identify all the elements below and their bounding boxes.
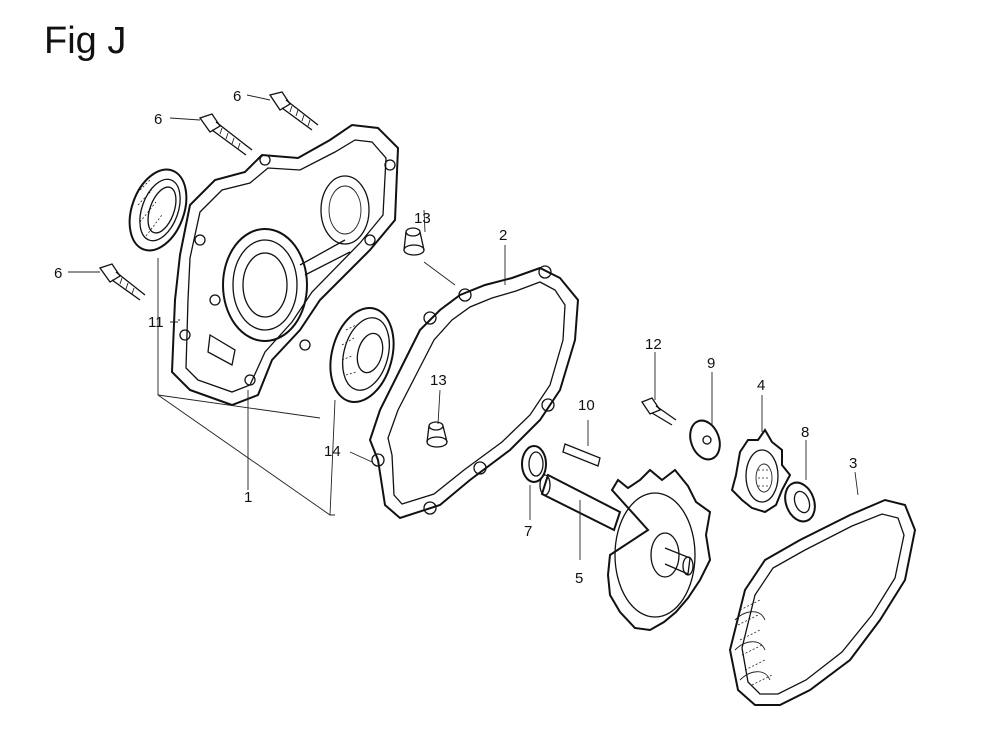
label-part-9: 9 bbox=[707, 355, 715, 372]
part-3-chain bbox=[728, 498, 917, 706]
part-1-case-cover bbox=[170, 123, 400, 407]
part-4-drive-sprocket bbox=[730, 428, 792, 514]
label-part-10: 10 bbox=[578, 397, 595, 414]
part-7-washer bbox=[521, 445, 547, 483]
label-part-13-lower: 13 bbox=[430, 372, 447, 389]
part-6-bolt-left bbox=[98, 263, 146, 301]
label-part-4: 4 bbox=[757, 377, 765, 394]
figure-title: Fig J bbox=[44, 20, 127, 62]
part-11-oil-seal bbox=[128, 168, 188, 252]
part-6-bolt-top bbox=[268, 91, 319, 131]
label-part-1: 1 bbox=[244, 489, 252, 506]
label-part-6-left: 6 bbox=[54, 265, 62, 282]
part-14-bearing bbox=[329, 306, 395, 404]
label-part-14: 14 bbox=[324, 443, 341, 460]
label-part-2: 2 bbox=[499, 227, 507, 244]
part-5-shaft-sprocket bbox=[539, 468, 712, 632]
leader-lines bbox=[68, 94, 859, 560]
label-part-3: 3 bbox=[849, 455, 857, 472]
part-6-bolt-middle bbox=[198, 113, 253, 156]
part-13-dowel-pin-upper bbox=[403, 227, 425, 256]
label-part-12: 12 bbox=[645, 336, 662, 353]
part-10-key bbox=[562, 443, 601, 467]
part-8-washer bbox=[784, 481, 816, 523]
part-13-dowel-pin-lower bbox=[426, 421, 448, 448]
label-part-8: 8 bbox=[801, 424, 809, 441]
label-part-13-upper: 13 bbox=[414, 210, 431, 227]
label-part-5: 5 bbox=[575, 570, 583, 587]
part-12-bolt bbox=[641, 397, 677, 426]
label-part-7: 7 bbox=[524, 523, 532, 540]
label-part-6-top: 6 bbox=[233, 88, 241, 105]
label-part-11: 11 bbox=[148, 314, 164, 331]
part-2-gasket bbox=[368, 265, 580, 520]
label-part-6-middle: 6 bbox=[154, 111, 162, 128]
part-9-washer bbox=[689, 419, 721, 461]
